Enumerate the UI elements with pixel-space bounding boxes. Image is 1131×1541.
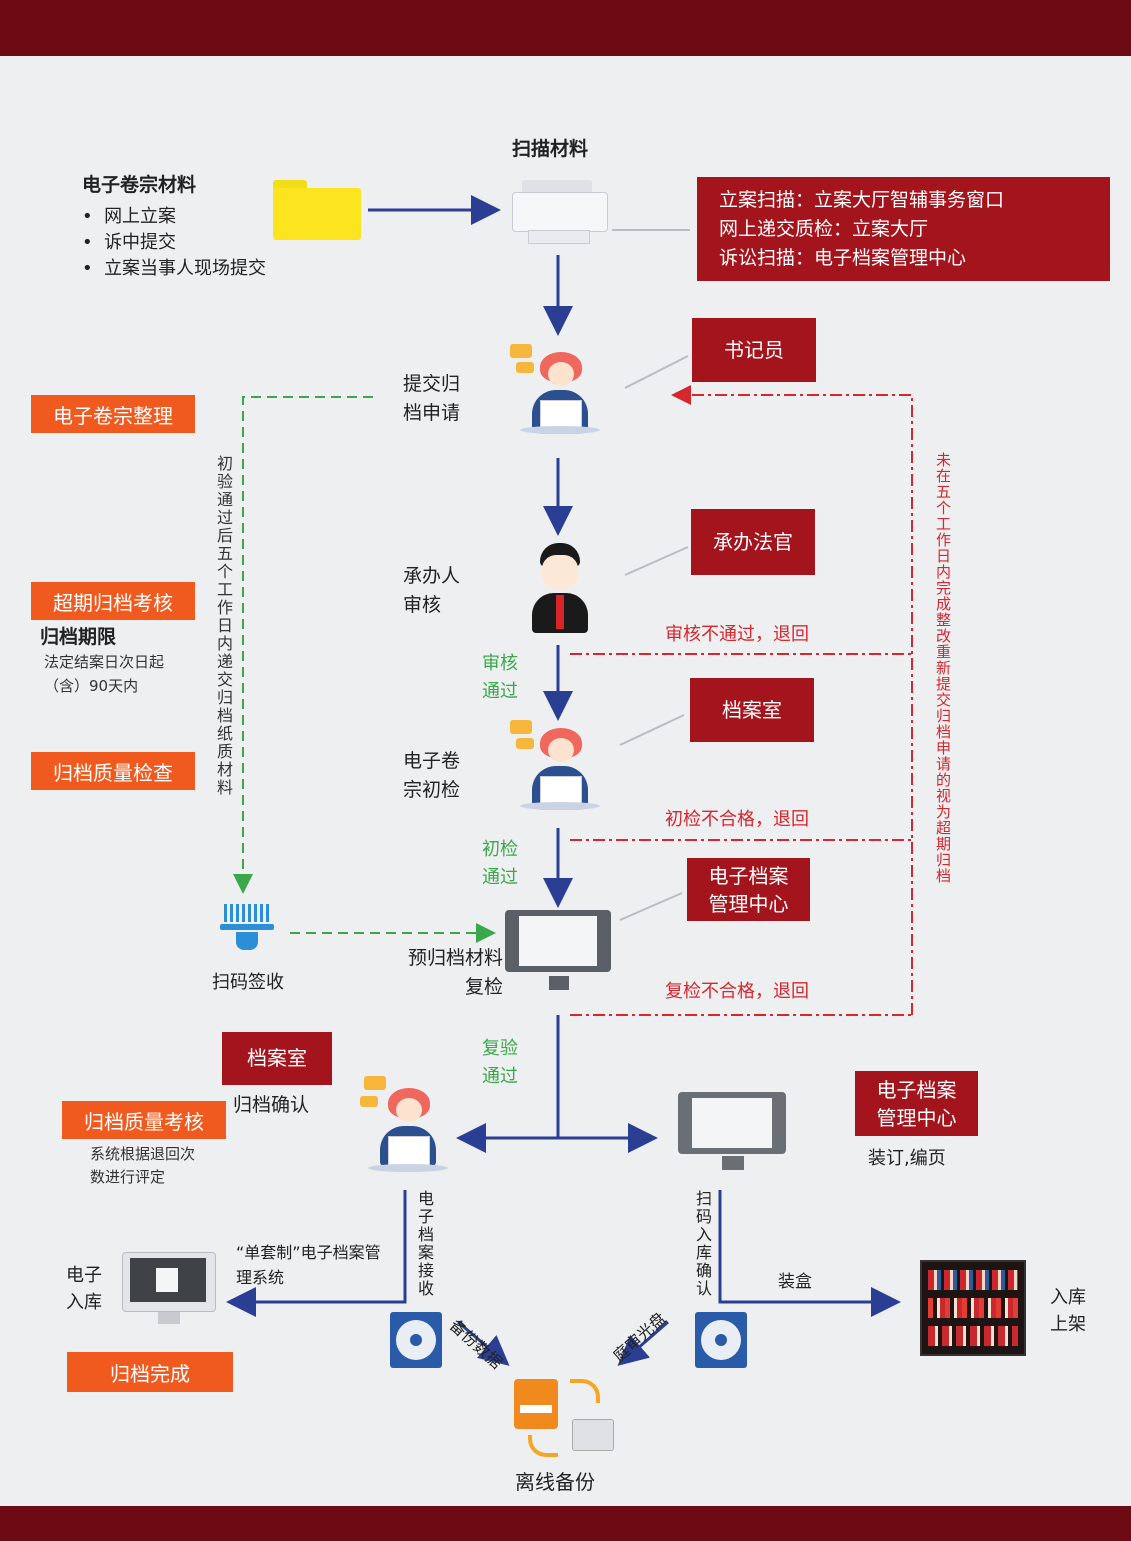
review-pass-label: 审核通过 — [482, 653, 518, 702]
barcode-scanner-icon — [220, 902, 274, 952]
overdue-rule-label: 未在五个工作日内完成整改重新提交归档申请的视为超期归档 — [934, 452, 952, 884]
bottom-band — [0, 1506, 1131, 1541]
role-ecenter: 电子档案管理中心 — [687, 858, 810, 921]
archivist-avatar-icon — [510, 714, 606, 814]
step-initial: 电子卷宗初检 — [403, 750, 461, 801]
folder-icon — [273, 180, 361, 240]
role-clerk: 书记员 — [692, 318, 816, 382]
limit-text: 法定结案日次日起（含）90天内 — [44, 653, 165, 695]
scan-title: 扫描材料 — [512, 138, 589, 160]
top-band — [0, 0, 1131, 56]
e-store-label: 电子入库 — [66, 1265, 102, 1313]
role-archive: 档案室 — [690, 678, 814, 742]
materials-title: 电子卷宗材料 — [82, 174, 197, 196]
step-precheck: 预归档材料复检 — [407, 947, 503, 998]
scan-location: 网上递交质检：立案大厅 — [719, 217, 929, 240]
disc-icon — [695, 1312, 747, 1368]
scanner-icon — [512, 180, 608, 244]
shelf-label: 入库上架 — [1050, 1287, 1086, 1335]
scan-location: 立案扫描：立案大厅智辅事务窗口 — [719, 188, 1005, 211]
limit-title: 归档期限 — [40, 626, 117, 648]
paper-deadline-label: 初验通过后五个工作日内递交归档纸质材料 — [214, 455, 233, 797]
left-organize: 电子卷宗整理 — [31, 395, 195, 433]
list-item: • 立案当事人现场提交 — [82, 258, 267, 279]
left-quality-check: 归档质量检查 — [31, 752, 195, 790]
step-bind: 装订,编页 — [868, 1148, 946, 1169]
list-item: • 诉中提交 — [82, 232, 177, 253]
box-label: 装盒 — [778, 1272, 812, 1292]
scan-location: 诉讼扫描：电子档案管理中心 — [719, 246, 967, 269]
e-receive-label: 电子档案接收 — [415, 1190, 434, 1298]
backup-drive-icon — [510, 1375, 620, 1457]
initial-pass-label: 初检通过 — [482, 839, 518, 888]
role-judge: 承办法官 — [691, 509, 815, 575]
step-confirm: 归档确认 — [233, 1094, 310, 1116]
role-archive-2: 档案室 — [222, 1032, 332, 1085]
scan-sign-label: 扫码签收 — [212, 972, 284, 993]
judge-avatar-icon — [528, 543, 592, 635]
left-overdue: 超期归档考核 — [31, 582, 195, 620]
assess-text: 系统根据退回次数进行评定 — [90, 1145, 196, 1186]
step-review: 承办人审核 — [403, 565, 461, 616]
left-quality-assess: 归档质量考核 — [62, 1101, 226, 1139]
bookshelf-icon — [920, 1260, 1026, 1356]
recheck-fail-label: 复检不合格，退回 — [665, 981, 809, 1002]
recheck-pass-label: 复验通过 — [482, 1038, 518, 1087]
initial-fail-label: 初检不合格，退回 — [665, 809, 809, 830]
list-item: • 网上立案 — [82, 206, 177, 227]
left-done: 归档完成 — [67, 1352, 233, 1392]
role-ecenter-2: 电子档案管理中心 — [855, 1071, 978, 1136]
monitor2-icon — [678, 1092, 788, 1174]
materials-list: • 网上立案 • 诉中提交 • 立案当事人现场提交 — [82, 204, 266, 282]
offline-backup-label: 离线备份 — [515, 1470, 595, 1494]
scan-locations-box: 立案扫描：立案大厅智辅事务窗口 网上递交质检：立案大厅 诉讼扫描：电子档案管理中… — [697, 177, 1110, 281]
computer-icon — [122, 1252, 216, 1328]
archivist2-avatar-icon — [358, 1076, 454, 1176]
clerk-avatar-icon — [510, 338, 606, 438]
scan-confirm-label: 扫码入库确认 — [693, 1190, 712, 1298]
disc-icon — [390, 1312, 442, 1368]
monitor-icon — [505, 910, 613, 994]
step-submit: 提交归档申请 — [403, 373, 461, 424]
system-label: “单套制”电子档案管理系统 — [236, 1243, 381, 1287]
review-fail-label: 审核不通过，退回 — [665, 624, 809, 645]
